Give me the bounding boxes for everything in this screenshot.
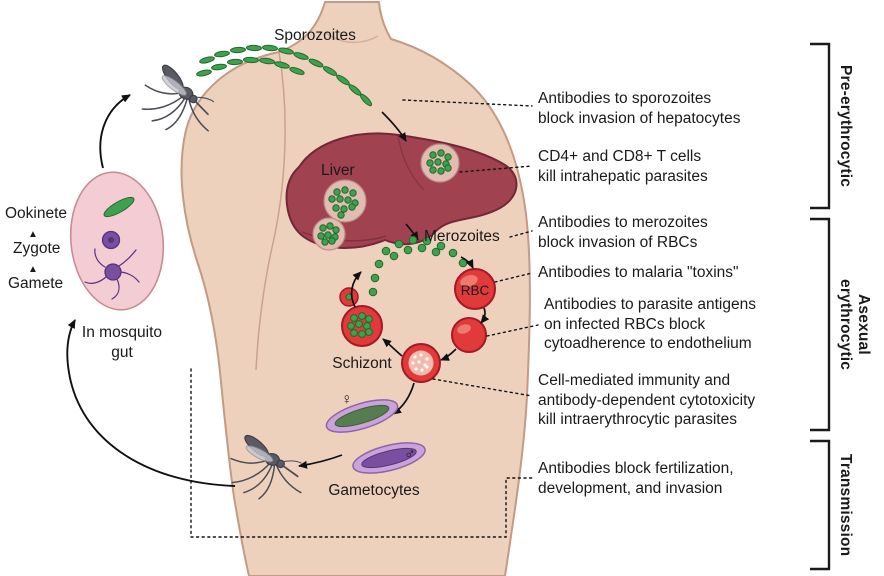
- zygote-label: Zygote: [13, 240, 61, 257]
- leader-lines: [190, 99, 539, 538]
- rbc-cell: [454, 268, 496, 310]
- annotation-toxin-antibodies: Antibodies to malaria "toxins": [538, 263, 739, 283]
- annotation-t-cells: CD4+ and CD8+ T cells kill intrahepatic …: [538, 147, 708, 186]
- annotation-line: on infected RBCs block: [544, 315, 706, 333]
- bracket-transmission: [810, 439, 831, 571]
- mosquito-gut: [69, 171, 165, 311]
- gut-to-mosquito-arrow: [99, 94, 131, 169]
- merozoites-label: Merozoites: [424, 228, 500, 245]
- gametocyte-male: [352, 442, 426, 474]
- annotation-merozoite-antibodies: Antibodies to merozoites block invasion …: [538, 213, 708, 252]
- gametocytes-to-mosquito-arrow: [298, 454, 343, 469]
- ookinete-shape: [103, 196, 135, 218]
- liver-label: Liver: [321, 162, 355, 179]
- female-symbol: ♀: [341, 391, 353, 408]
- male-symbol: ♂: [404, 446, 416, 463]
- ring-stage-cell: [339, 287, 359, 307]
- annotation-line: block invasion of hepatocytes: [538, 109, 741, 127]
- bracket-asexual-erythrocytic: [810, 217, 831, 432]
- infected-hepatocyte: [323, 179, 367, 223]
- zygote-shape: [101, 230, 121, 250]
- phase-label: erythrocytic: [837, 278, 854, 371]
- annotation-line: kill intraerythrocytic parasites: [538, 411, 737, 428]
- phase-brackets: [810, 42, 831, 571]
- bracket-pre-erythrocytic: [810, 42, 831, 210]
- ookinete-label: Ookinete: [5, 205, 68, 222]
- annotation-line: cytoadherence to endothelium: [544, 335, 752, 352]
- sporozoites-label: Sporozoites: [274, 27, 356, 44]
- caption-line: gut: [111, 344, 133, 361]
- phase-label: Asexual: [855, 294, 872, 355]
- up-triangle-icon: ▲: [28, 229, 38, 240]
- mosquito-gut-caption: In mosquito gut: [70, 323, 174, 363]
- annotation-line: antibody-dependent cytotoxicity: [538, 391, 756, 409]
- schizont-cell: [341, 305, 383, 347]
- infected-rbc: [451, 317, 487, 353]
- caption-line: In mosquito: [81, 324, 163, 341]
- up-triangle-icon: ▲: [28, 264, 38, 275]
- phase-label: Transmission: [837, 453, 854, 557]
- annotation-line: Antibodies to sporozoites: [538, 90, 712, 107]
- annotation-line: Antibodies to malaria "toxins": [538, 264, 739, 281]
- annotation-line: Antibodies block fertilization,: [538, 460, 734, 477]
- phase-pre-erythrocytic: Pre-erythrocytic: [836, 44, 854, 208]
- gametocyte-female: [325, 399, 399, 433]
- annotation-cytoadherence: Antibodies to parasite antigens on infec…: [544, 295, 756, 354]
- annotation-line: kill intrahepatic parasites: [538, 167, 708, 185]
- sporozoite-to-liver-arrow: [381, 111, 407, 142]
- schizont-label: Schizont: [332, 355, 392, 372]
- gamete-shape: [84, 248, 140, 300]
- sporozoite-trail: [196, 44, 407, 142]
- phase-transmission: Transmission: [836, 441, 854, 569]
- liver-to-merozoites-arrow: [405, 223, 419, 241]
- annotation-line: Antibodies to parasite antigens: [544, 296, 756, 313]
- gametocytes-label: Gametocytes: [328, 482, 420, 499]
- annotation-line: Antibodies to merozoites: [538, 214, 708, 231]
- infected-hepatocyte: [420, 143, 460, 183]
- gamete-label: Gamete: [8, 275, 64, 292]
- annotation-line: Cell-mediated immunity and: [538, 372, 731, 389]
- annotation-sporozoite-antibodies: Antibodies to sporozoites block invasion…: [538, 89, 740, 128]
- annotation-line: development, and invasion: [538, 479, 723, 497]
- annotation-cell-mediated: Cell-mediated immunity and antibody-depe…: [538, 371, 755, 430]
- mosquito-to-gut-arrow: [66, 319, 236, 487]
- annotation-line: CD4+ and CD8+ T cells: [538, 148, 702, 165]
- phase-asexual-erythrocytic: Asexual erythrocytic: [836, 219, 872, 430]
- rbc-label: RBC: [460, 283, 490, 298]
- infected-hepatocyte: [312, 217, 346, 251]
- trophozoite-cell: [401, 343, 441, 383]
- annotation-line: block invasion of RBCs: [538, 233, 698, 251]
- phase-label: Pre-erythrocytic: [837, 64, 854, 188]
- annotation-transmission-blocking: Antibodies block fertilization, developm…: [538, 459, 734, 498]
